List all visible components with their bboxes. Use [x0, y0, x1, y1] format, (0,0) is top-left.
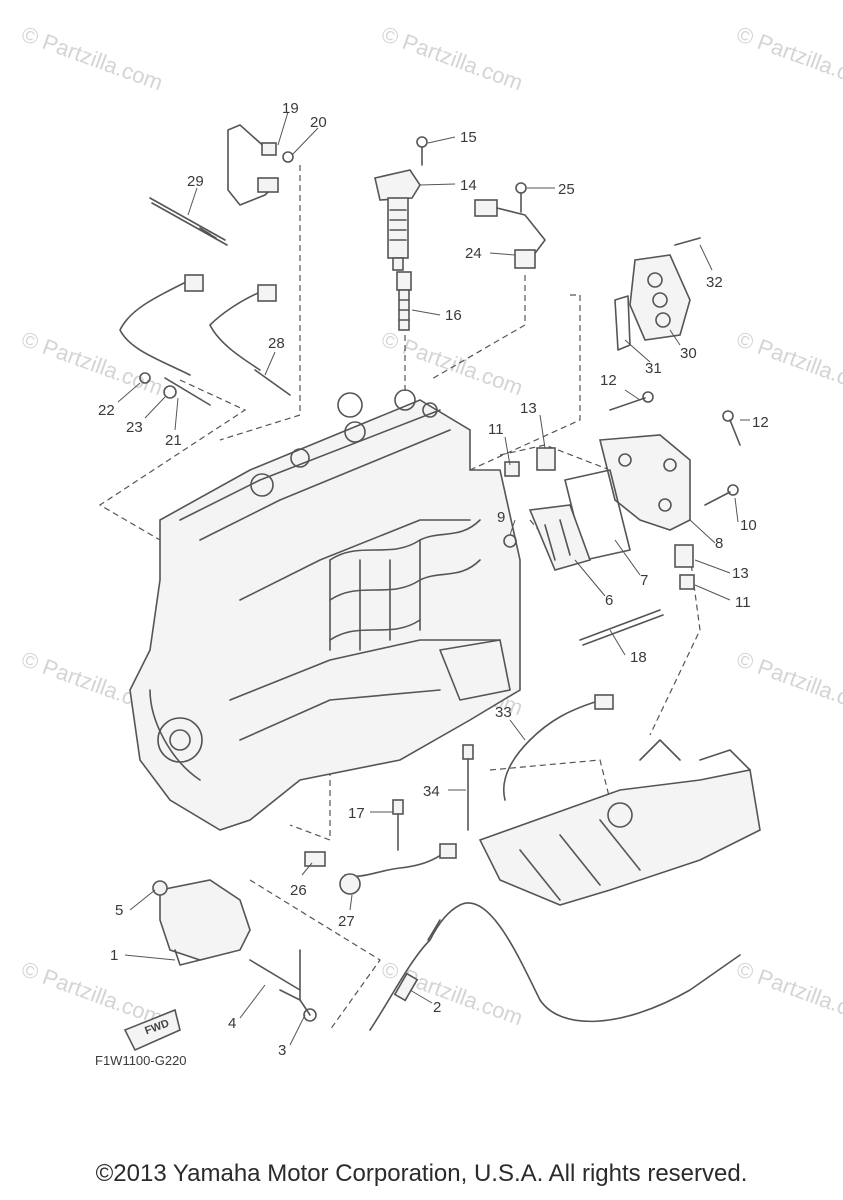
- throttle-cable: [369, 902, 741, 1031]
- watermark-text: © Partzilla.com: [733, 646, 843, 720]
- callout-2: 2: [433, 999, 441, 1016]
- intake-manifold-plate: [528, 434, 691, 571]
- callout-15: 15: [460, 129, 477, 146]
- copyright-notice: ©2013 Yamaha Motor Corporation, U.S.A. A…: [95, 1160, 748, 1187]
- callout-5: 5: [115, 902, 123, 919]
- callout-30: 30: [680, 345, 697, 362]
- cable-ties: [392, 744, 474, 851]
- watermark-text: © Partzilla.com: [378, 21, 526, 95]
- callout-3: 3: [278, 1042, 286, 1059]
- watermark-text: © Partzilla.com: [733, 956, 843, 1030]
- callout-6: 6: [605, 592, 613, 609]
- intake-sensor-24: [474, 182, 546, 269]
- callout-28: 28: [268, 335, 285, 352]
- callout-26: 26: [290, 882, 307, 899]
- callout-18: 18: [630, 649, 647, 666]
- callout-numbers: 1 2 3 4 5 6 7 8 9 10 11 11 12 12 13 13 1…: [98, 100, 769, 1059]
- knock-sensor: [304, 843, 457, 895]
- callout-10: 10: [740, 517, 757, 534]
- sensor-33: [503, 694, 614, 801]
- callout-4: 4: [228, 1015, 236, 1032]
- spark-plug: [396, 271, 412, 331]
- callout-22: 22: [98, 402, 115, 419]
- callout-23: 23: [126, 419, 143, 436]
- throttle-linkage: [152, 879, 317, 1022]
- throttle-body: [614, 237, 701, 351]
- callout-20: 20: [310, 114, 327, 131]
- coil-bolt: [416, 136, 428, 166]
- long-bolt-29: [149, 197, 228, 246]
- ignition-coil: [374, 169, 421, 271]
- callout-12-left: 12: [600, 372, 617, 389]
- callout-14: 14: [460, 177, 477, 194]
- callout-11-upper: 11: [488, 421, 504, 438]
- diagram-reference-code: F1W1100-G220: [95, 1053, 187, 1068]
- callout-33: 33: [495, 704, 512, 721]
- callout-11-lower: 11: [735, 594, 751, 611]
- callout-16: 16: [445, 307, 462, 324]
- callout-34: 34: [423, 783, 440, 800]
- callout-32: 32: [706, 274, 723, 291]
- watermark-text: © Partzilla.com: [18, 21, 166, 95]
- cam-position-sensor: [227, 124, 294, 206]
- callout-27: 27: [338, 913, 355, 930]
- fasteners: [503, 391, 741, 646]
- temperature-sensors: [119, 274, 291, 406]
- callout-13-upper: 13: [520, 400, 537, 417]
- callout-19: 19: [282, 100, 299, 117]
- callout-12-right: 12: [752, 414, 769, 431]
- callout-1: 1: [110, 947, 118, 964]
- leader-lines: [117, 111, 750, 1046]
- callout-7: 7: [640, 572, 648, 589]
- callout-25: 25: [558, 181, 575, 198]
- exhaust-manifold: [478, 739, 761, 906]
- watermark-text: © Partzilla.com: [18, 956, 166, 1030]
- callout-29: 29: [187, 173, 204, 190]
- watermark-text: © Partzilla.com: [733, 21, 843, 95]
- callout-17: 17: [348, 805, 365, 822]
- callout-24: 24: [465, 245, 482, 262]
- callout-31: 31: [645, 360, 662, 377]
- watermark-text: © Partzilla.com: [733, 326, 843, 400]
- engine-block: [129, 389, 521, 831]
- callout-8: 8: [715, 535, 723, 552]
- watermark-text: © Partzilla.com: [18, 326, 166, 400]
- callout-21: 21: [165, 432, 182, 449]
- fwd-direction-arrow: FWD: [123, 1008, 181, 1052]
- callout-13-lower: 13: [732, 565, 749, 582]
- callout-9: 9: [497, 509, 505, 526]
